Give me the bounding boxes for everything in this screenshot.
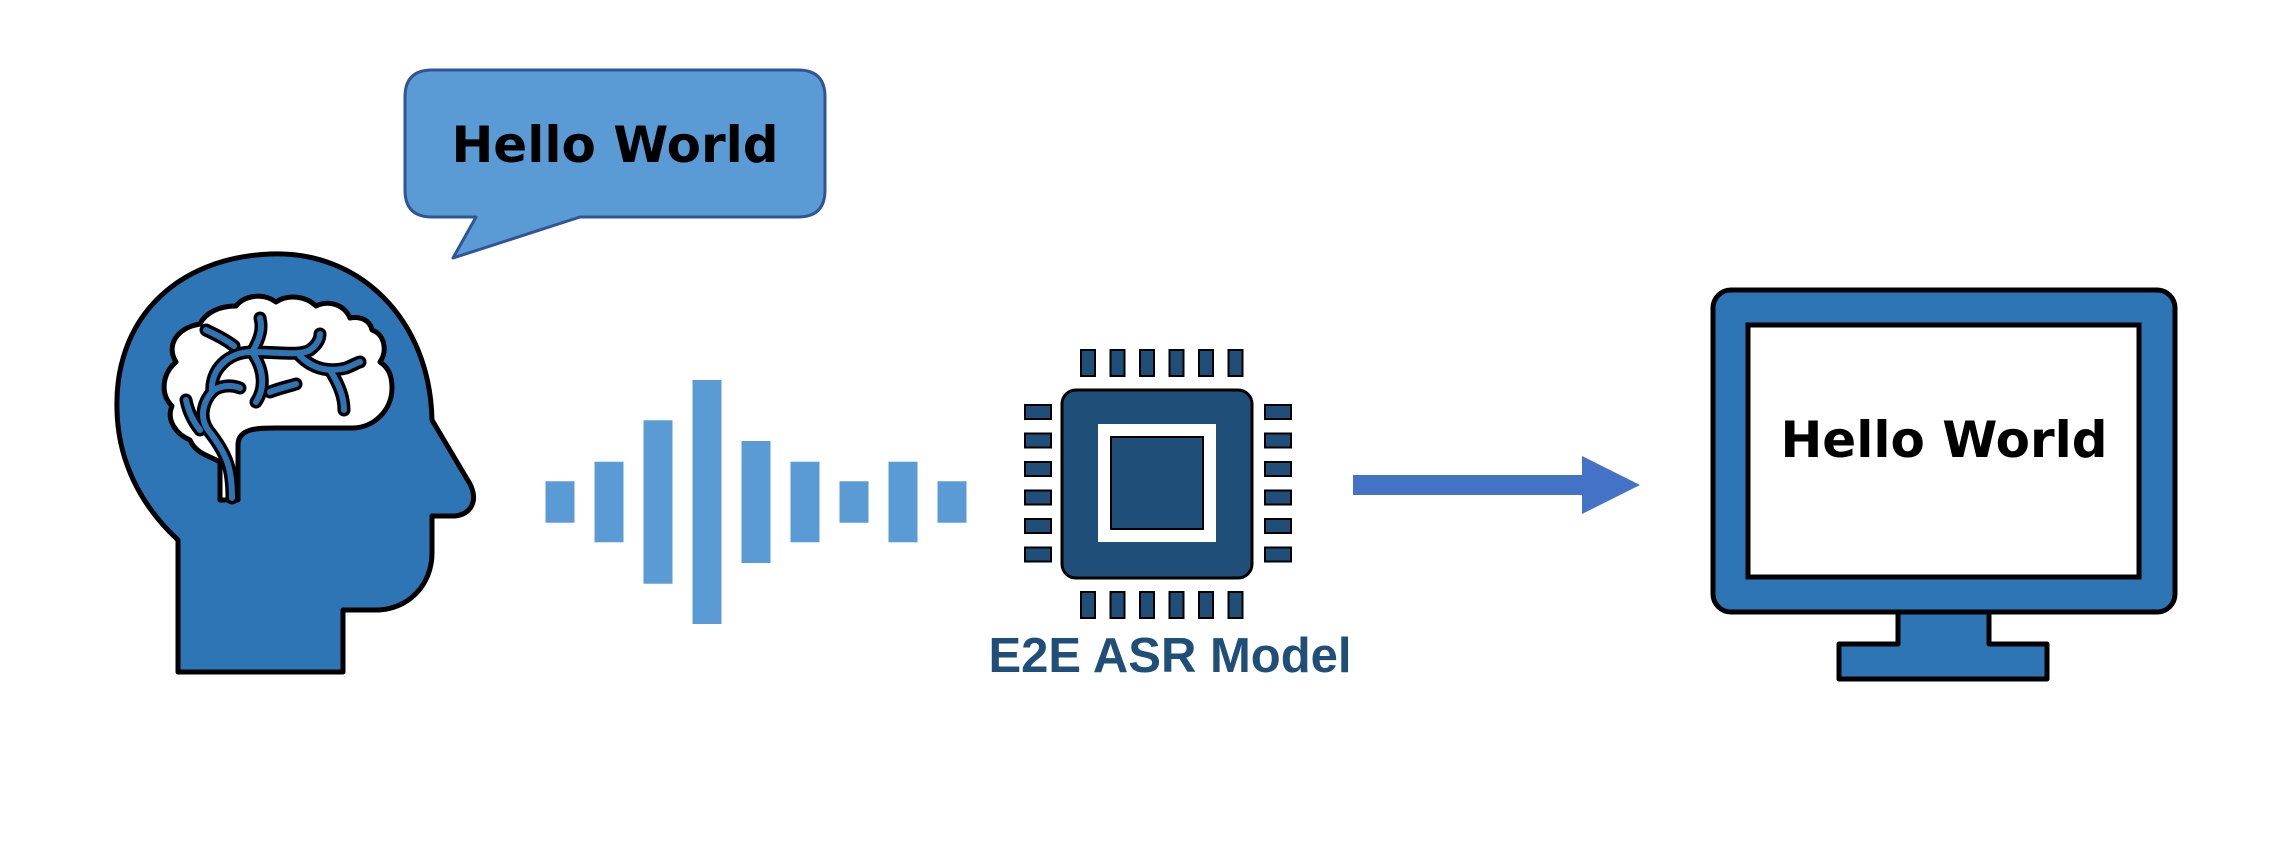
chip-pin <box>1168 591 1185 619</box>
wave-bar <box>643 420 673 584</box>
chip-pin <box>1024 518 1052 534</box>
chip-pin <box>1080 349 1096 377</box>
chip-pin <box>1109 349 1126 377</box>
chip-pins <box>1024 349 1292 619</box>
chip-icon <box>1024 349 1292 619</box>
monitor-icon: Hello World <box>1710 287 2178 682</box>
arrow-shaft <box>1353 475 1593 495</box>
wave-bar <box>839 481 869 523</box>
speech-bubble-text: Hello World <box>451 116 778 174</box>
model-label: E2E ASR Model <box>988 629 1351 683</box>
chip-pin <box>1227 591 1244 619</box>
chip-pin <box>1024 461 1052 477</box>
arrow-right-icon <box>1353 456 1640 514</box>
wave-bar <box>790 461 820 543</box>
wave-bar <box>937 481 967 523</box>
chip-pin <box>1264 404 1292 420</box>
wave-bar <box>692 380 722 624</box>
chip-core <box>1110 436 1204 530</box>
wave-bar <box>741 441 771 563</box>
chip-pin <box>1264 489 1292 506</box>
head-brain-icon <box>114 251 476 675</box>
chip-pin <box>1264 432 1292 449</box>
chip-pin <box>1139 591 1155 619</box>
chip-pin <box>1139 349 1155 377</box>
chip-pin <box>1264 461 1292 477</box>
chip-pin <box>1109 591 1126 619</box>
brain-folds <box>179 311 367 505</box>
chip-pin <box>1024 404 1052 420</box>
monitor-screen <box>1745 322 2142 580</box>
chip-pin <box>1227 349 1244 377</box>
speech-bubble-shape <box>403 68 827 260</box>
chip-pin <box>1080 591 1096 619</box>
chip-pin <box>1024 489 1052 506</box>
monitor-stand <box>1836 608 2050 682</box>
arrow-head <box>1582 456 1640 514</box>
wave-bar <box>594 461 624 543</box>
sound-wave-icon <box>545 380 967 624</box>
chip-pin <box>1024 432 1052 449</box>
chip-pin <box>1264 546 1292 563</box>
chip-pin <box>1264 518 1292 534</box>
speech-bubble-icon: Hello World <box>403 68 827 260</box>
chip-pin <box>1024 546 1052 563</box>
monitor-screen-text: Hello World <box>1780 411 2107 469</box>
wave-bar <box>888 461 918 543</box>
chip-pin <box>1198 591 1214 619</box>
wave-bar <box>545 481 575 523</box>
chip-pin <box>1168 349 1185 377</box>
chip-pin <box>1198 349 1214 377</box>
